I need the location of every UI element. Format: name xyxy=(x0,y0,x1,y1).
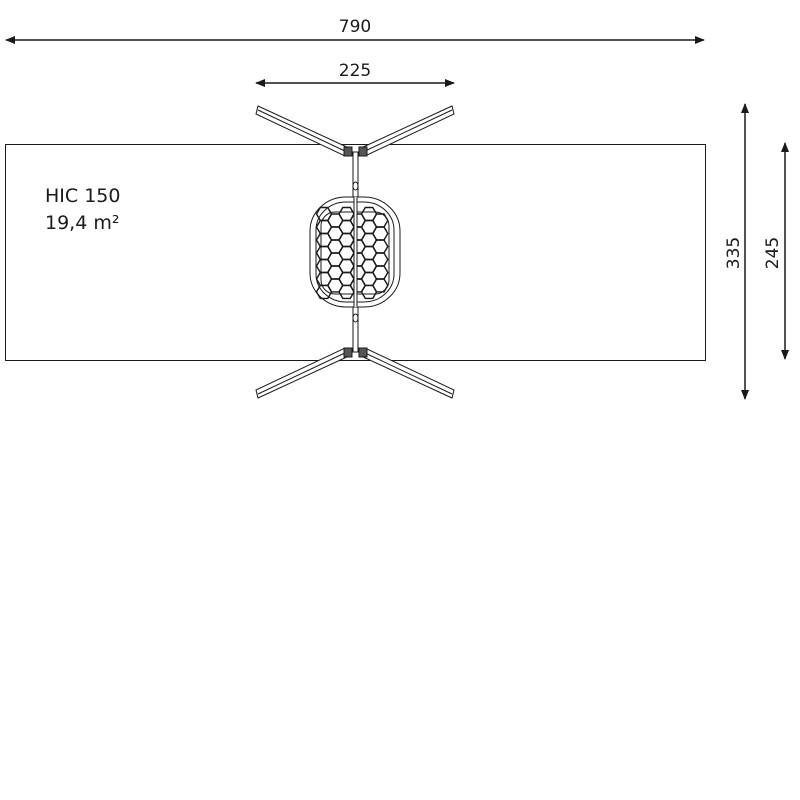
leg-bottom-right xyxy=(360,347,455,399)
leg-top-right xyxy=(360,105,455,157)
joint xyxy=(343,146,353,157)
joint xyxy=(358,347,368,358)
dimension-frame-width: 225 xyxy=(255,61,455,87)
nest-swing-seat xyxy=(309,196,401,308)
net-cell xyxy=(338,284,355,300)
net-cell xyxy=(360,284,378,300)
dimension-label: 335 xyxy=(724,237,744,269)
dimension-total-width: 790 xyxy=(5,17,705,44)
joint xyxy=(358,146,368,157)
leg-bottom-left xyxy=(255,347,350,399)
product-code: HIC 150 xyxy=(45,185,120,207)
joint xyxy=(343,347,353,358)
product-area: 19,4 m² xyxy=(45,212,119,234)
hexagon-net xyxy=(315,206,389,300)
dimension-total-depth: 335 xyxy=(724,103,749,400)
dimension-label: 790 xyxy=(339,17,371,37)
safety-area xyxy=(5,144,706,361)
dimension-label: 225 xyxy=(339,61,371,81)
dimension-area-depth: 245 xyxy=(763,142,789,360)
net-cell xyxy=(315,284,333,300)
leg-top-left xyxy=(255,105,350,157)
dimension-label: 245 xyxy=(763,237,783,269)
